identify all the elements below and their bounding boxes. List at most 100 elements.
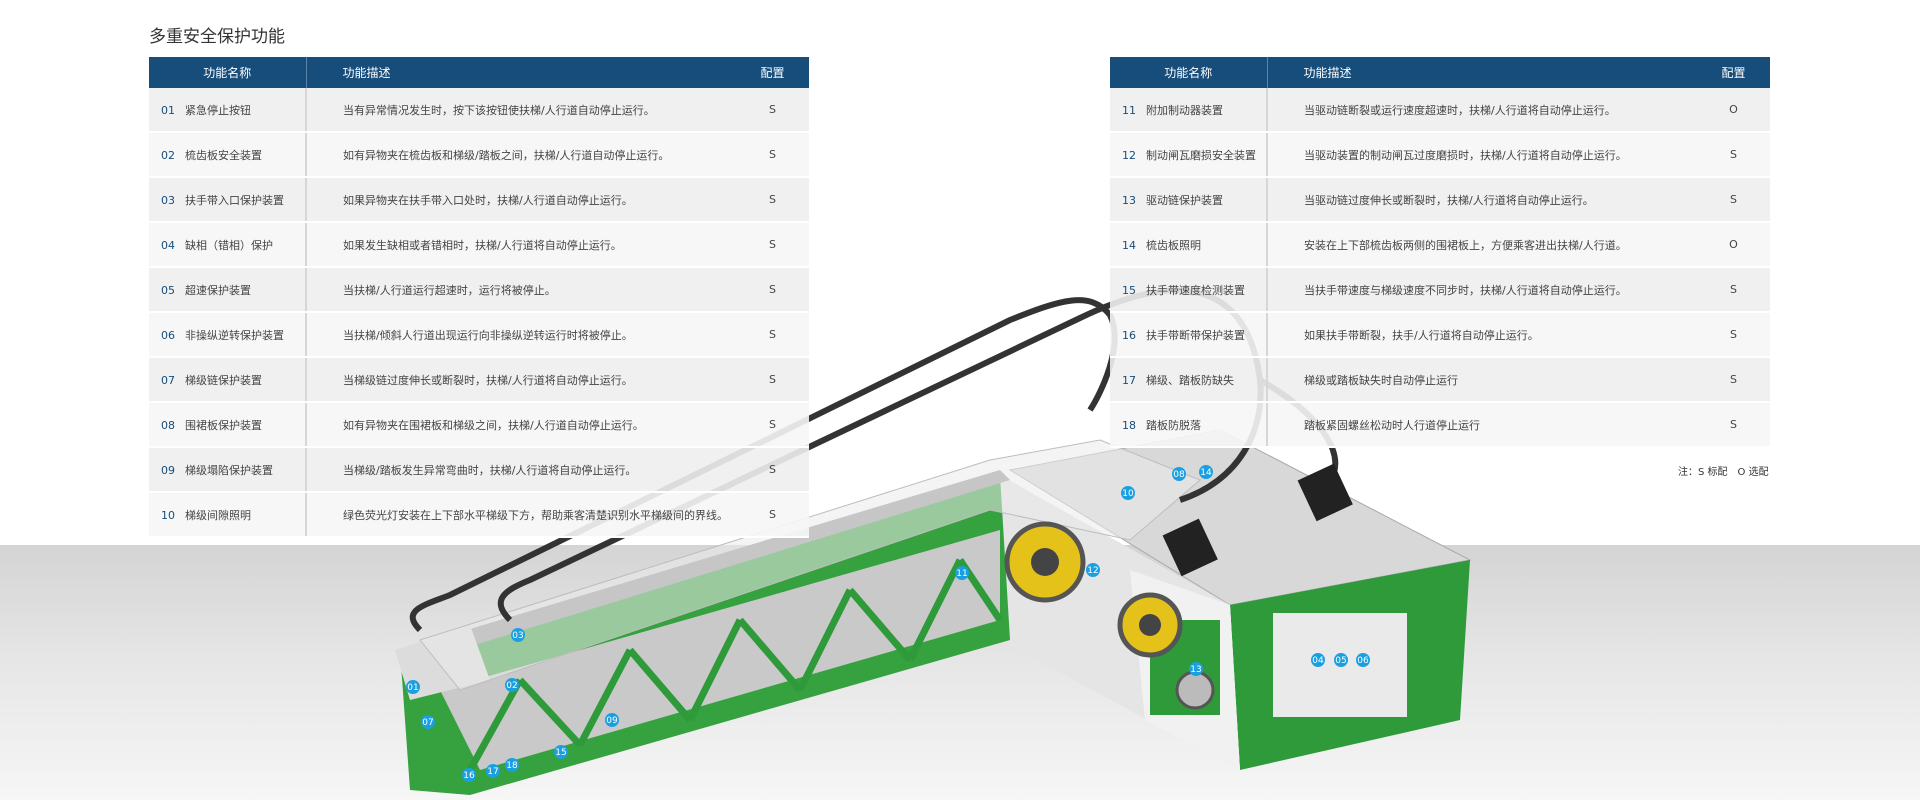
row-number: 14: [1122, 238, 1136, 252]
row-number: 02: [161, 148, 175, 162]
function-name: 扶手带速度检测装置: [1146, 283, 1245, 297]
function-name: 超速保护装置: [185, 283, 251, 297]
function-desc: 当扶梯/倾斜人行道出现运行向非操纵逆转运行时将被停止。: [305, 312, 736, 358]
config-value: O: [1697, 222, 1770, 268]
function-name: 扶手带入口保护装置: [185, 193, 284, 207]
function-desc: 绿色荧光灯安装在上下部水平梯级下方，帮助乘客清楚识别水平梯级间的界线。: [305, 492, 736, 538]
config-value: S: [1697, 312, 1770, 358]
callout-06: 06: [1357, 656, 1369, 666]
function-desc: 当驱动链过度伸长或断裂时，扶梯/人行道将自动停止运行。: [1266, 177, 1697, 223]
function-name: 梳齿板安全装置: [185, 148, 262, 162]
function-name: 制动闸瓦磨损安全装置: [1146, 148, 1256, 162]
function-name-cell: 05 超速保护装置: [149, 267, 306, 313]
function-name: 梯级链保护装置: [185, 373, 262, 387]
function-name: 扶手带断带保护装置: [1146, 328, 1245, 342]
config-value: S: [1697, 267, 1770, 313]
table-row: 10 梯级间隙照明 绿色荧光灯安装在上下部水平梯级下方，帮助乘客清楚识别水平梯级间的…: [149, 492, 809, 538]
function-name: 围裙板保护装置: [185, 418, 262, 432]
function-desc: 当梯级链过度伸长或断裂时，扶梯/人行道将自动停止运行。: [305, 357, 736, 403]
function-desc: 当梯级/踏板发生异常弯曲时，扶梯/人行道将自动停止运行。: [305, 447, 736, 493]
function-desc: 如果发生缺相或者错相时，扶梯/人行道将自动停止运行。: [305, 222, 736, 268]
callout-08: 08: [1173, 470, 1185, 480]
row-number: 06: [161, 328, 175, 342]
row-number: 17: [1122, 373, 1136, 387]
callout-11: 11: [956, 569, 967, 579]
config-value: S: [736, 492, 809, 538]
callout-01: 01: [407, 683, 418, 693]
function-desc: 如果扶手带断裂，扶手/人行道将自动停止运行。: [1266, 312, 1697, 358]
function-desc: 当有异常情况发生时，按下该按钮使扶梯/人行道自动停止运行。: [305, 88, 736, 133]
callout-14: 14: [1200, 468, 1212, 478]
function-name-cell: 04 缺相（错相）保护: [149, 222, 306, 268]
function-name: 梳齿板照明: [1146, 238, 1201, 252]
config-value: S: [736, 132, 809, 178]
function-name: 驱动链保护装置: [1146, 193, 1223, 207]
header-name: 功能名称: [1110, 57, 1267, 88]
callout-18: 18: [506, 761, 518, 771]
row-number: 01: [161, 103, 175, 117]
callout-15: 15: [555, 748, 566, 758]
function-name-cell: 03 扶手带入口保护装置: [149, 177, 306, 223]
row-number: 04: [161, 238, 175, 252]
callout-09: 09: [606, 716, 618, 726]
function-desc: 当扶手带速度与梯级速度不同步时，扶梯/人行道将自动停止运行。: [1266, 267, 1697, 313]
function-name-cell: 10 梯级间隙照明: [149, 492, 306, 538]
callout-07: 07: [422, 718, 433, 728]
row-number: 05: [161, 283, 175, 297]
callout-02: 02: [506, 681, 517, 691]
row-number: 10: [161, 508, 175, 522]
config-value: S: [1697, 402, 1770, 448]
callout-05: 05: [1335, 656, 1346, 666]
header-config: 配置: [1697, 57, 1770, 88]
config-value: S: [736, 312, 809, 358]
table-header-row: 功能名称 功能描述 配置: [1110, 57, 1770, 88]
row-number: 11: [1122, 103, 1136, 117]
function-desc: 踏板紧固螺丝松动时人行道停止运行: [1266, 402, 1697, 448]
header-config: 配置: [736, 57, 809, 88]
config-value: S: [736, 357, 809, 403]
callout-04: 04: [1312, 656, 1324, 666]
function-name: 踏板防脱落: [1146, 418, 1201, 432]
callout-16: 16: [463, 771, 475, 781]
callout-10: 10: [1122, 489, 1134, 499]
function-name-cell: 11 附加制动器装置: [1110, 88, 1267, 133]
function-desc: 如果异物夹在扶手带入口处时，扶梯/人行道自动停止运行。: [305, 177, 736, 223]
header-desc: 功能描述: [305, 57, 736, 88]
row-number: 07: [161, 373, 175, 387]
config-value: S: [1697, 357, 1770, 403]
callout-12: 12: [1087, 566, 1098, 576]
page-title: 多重安全保护功能: [149, 27, 285, 47]
config-value: S: [1697, 132, 1770, 178]
function-name: 缺相（错相）保护: [185, 238, 273, 252]
function-name-cell: 07 梯级链保护装置: [149, 357, 306, 403]
config-value: S: [736, 88, 809, 133]
function-name: 附加制动器装置: [1146, 103, 1223, 117]
row-number: 03: [161, 193, 175, 207]
callout-17: 17: [487, 767, 498, 777]
function-name: 梯级间隙照明: [185, 508, 251, 522]
function-name-cell: 14 梳齿板照明: [1110, 222, 1267, 268]
config-value: S: [736, 267, 809, 313]
config-value: S: [1697, 177, 1770, 223]
header-desc: 功能描述: [1266, 57, 1697, 88]
row-number: 09: [161, 463, 175, 477]
